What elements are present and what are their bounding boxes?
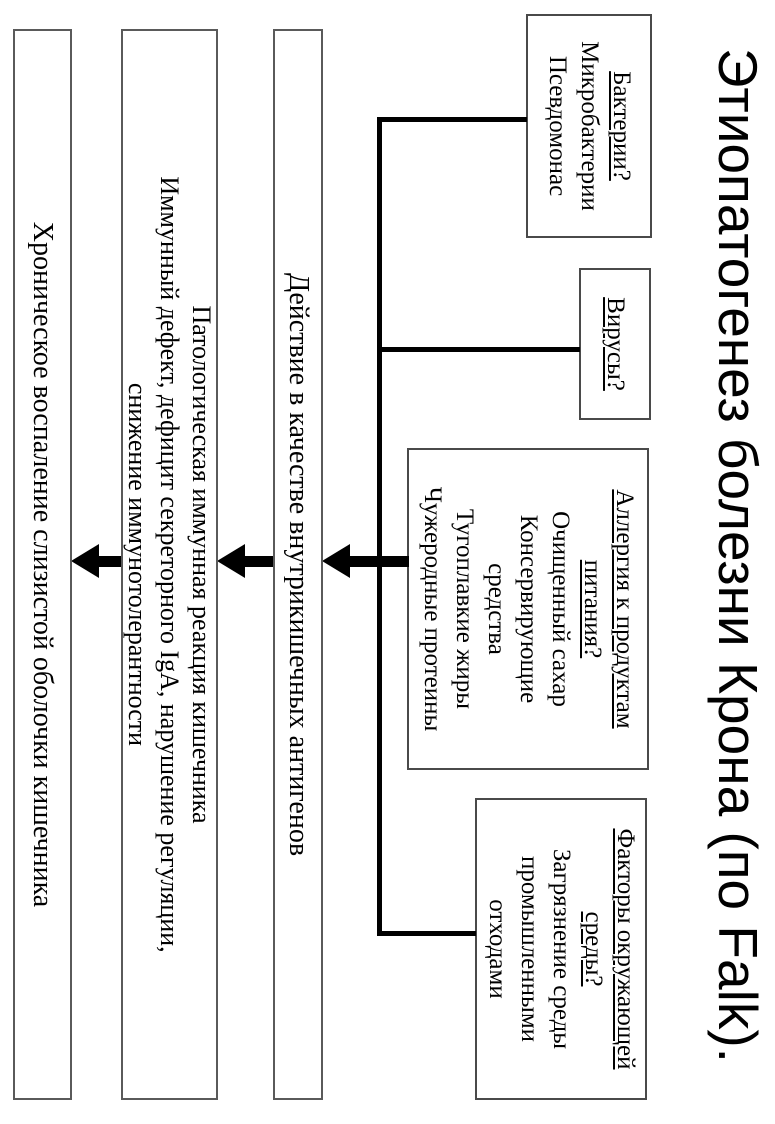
connector-environment: [379, 931, 476, 936]
box-antigens: Действие в качестве внутрикишечных антиг…: [273, 29, 323, 1100]
box-immune-reaction-line: Патологическая иммунная реакция кишечник…: [187, 305, 217, 824]
box-inflammation-line: Хроническое воспаление слизистой оболочк…: [27, 221, 59, 908]
box-environment-line: отходами: [484, 899, 511, 999]
connector-bacteria: [379, 117, 527, 122]
box-inflammation: Хроническое воспаление слизистой оболочк…: [13, 29, 72, 1100]
box-bacteria-heading: Бактерии?: [608, 71, 635, 181]
box-immune-reaction-line: снижение иммунотолерантности: [123, 382, 153, 747]
box-antigens-line: Действие в качестве внутрикишечных антиг…: [283, 272, 314, 857]
flow-arrow-down-icon: [217, 544, 245, 578]
box-bacteria-line: Псевдомонас: [544, 55, 571, 197]
box-environment-line: промышленными: [516, 855, 543, 1043]
box-immune-reaction-line: Иммунный дефект, дефицит секреторного Ig…: [155, 176, 185, 953]
box-environment-line: Загрязнение среды: [548, 848, 575, 1050]
box-food-allergy-line: средства: [483, 563, 510, 655]
box-food-allergy-line: Чужеродные протеины: [419, 486, 446, 732]
flow-arrow-shaft-3: [97, 556, 121, 567]
box-bacteria-line: Микробактерии: [576, 41, 603, 211]
box-food-allergy: Аллергия к продуктам питания? Очищенный …: [407, 448, 649, 770]
diagram-title: Этиопатогенез болезни Крона (по Falk).: [707, 48, 769, 1063]
flow-arrow-shaft-2: [243, 556, 273, 567]
box-bacteria: Бактерии? Микробактерии Псевдомонас: [526, 14, 652, 238]
box-viruses: Вирусы?: [579, 268, 651, 420]
connector-viruses: [379, 347, 580, 352]
box-food-allergy-line: Очищенный сахар: [547, 511, 574, 707]
box-environment-heading: Факторы окружающей: [612, 828, 639, 1070]
box-viruses-heading: Вирусы?: [602, 297, 629, 391]
box-food-allergy-heading: питания?: [579, 559, 606, 659]
connector-bus: [377, 117, 382, 936]
box-immune-reaction: Патологическая иммунная реакция кишечник…: [121, 29, 218, 1100]
box-environment: Факторы окружающей среды? Загрязнение ср…: [475, 798, 647, 1100]
flow-arrow-shaft-1: [349, 556, 409, 567]
box-food-allergy-line: Тугоплавкие жиры: [451, 508, 478, 710]
box-environment-heading: среды?: [580, 911, 607, 987]
box-food-allergy-heading: Аллергия к продуктам: [611, 489, 638, 729]
flow-arrow-down-icon: [71, 544, 99, 578]
flow-arrow-down-icon: [322, 544, 350, 578]
box-food-allergy-line: Консервирующие: [515, 514, 542, 704]
